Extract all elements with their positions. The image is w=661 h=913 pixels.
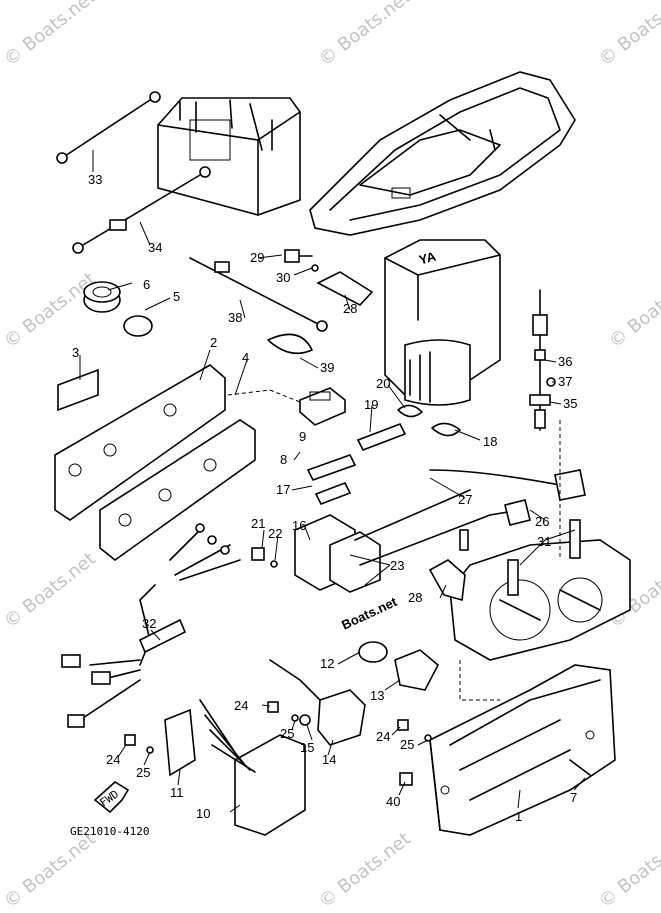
callout-14: 14 <box>322 752 336 767</box>
electrical-box-gaskets <box>54 364 256 562</box>
forward-arrow-icon: FWD <box>93 781 130 814</box>
callout-4: 4 <box>242 350 249 365</box>
callout-6: 6 <box>143 277 150 292</box>
leader-lines <box>79 150 586 813</box>
bolt <box>397 719 409 731</box>
center-watermark: Boats.net <box>339 594 400 633</box>
callout-9: 9 <box>299 429 306 444</box>
bolt <box>399 772 413 786</box>
hoses <box>306 422 407 506</box>
bolt <box>284 249 319 272</box>
callout-11: 11 <box>170 785 184 800</box>
electrical-box <box>429 664 616 836</box>
bolt <box>124 734 136 746</box>
callout-10: 10 <box>196 806 210 821</box>
cdi-unit <box>164 699 306 836</box>
callout-19: 19 <box>364 397 378 412</box>
battery-box <box>157 97 301 216</box>
callout-12: 12 <box>320 656 334 671</box>
callout-35: 35 <box>563 396 577 411</box>
spark-plugs <box>507 519 581 596</box>
o-ring <box>123 315 153 337</box>
callout-25: 25 <box>400 737 414 752</box>
engine-base-plate <box>449 539 631 661</box>
cap <box>83 281 121 313</box>
callout-33: 33 <box>88 172 102 187</box>
callout-16: 16 <box>292 518 306 533</box>
wire-harness <box>61 523 241 728</box>
callout-22: 22 <box>268 526 282 541</box>
fuse-holder <box>299 387 346 426</box>
callout-24: 24 <box>234 698 248 713</box>
callout-40: 40 <box>386 794 400 809</box>
svg-text:YA: YA <box>417 248 438 267</box>
washer <box>424 734 432 742</box>
callout-32: 32 <box>142 616 156 631</box>
bolt <box>267 701 279 713</box>
starter-relay <box>358 641 440 691</box>
callout-15: 15 <box>300 740 314 755</box>
callout-28: 28 <box>343 301 357 316</box>
clamp <box>431 422 461 437</box>
callout-29: 29 <box>250 250 264 265</box>
callout-21: 21 <box>251 516 265 531</box>
callout-1: 1 <box>515 809 522 824</box>
clamp <box>397 404 423 418</box>
callout-labels: 33 34 6 5 3 2 4 29 30 38 28 39 20 19 18 … <box>70 172 577 838</box>
temperature-sensor <box>529 289 556 431</box>
screw <box>569 759 591 776</box>
lead-wire <box>189 257 374 332</box>
callout-26: 26 <box>535 514 549 529</box>
callout-3: 3 <box>72 345 79 360</box>
callout-8: 8 <box>280 452 287 467</box>
callout-30: 30 <box>276 270 290 285</box>
callout-25: 25 <box>280 726 294 741</box>
callout-27: 27 <box>458 492 472 507</box>
bolt <box>459 529 469 551</box>
ignition-coil <box>294 489 491 593</box>
callout-5: 5 <box>173 289 180 304</box>
callout-24: 24 <box>106 752 120 767</box>
callout-18: 18 <box>483 434 497 449</box>
callout-23: 23 <box>390 558 404 573</box>
callout-25: 25 <box>136 765 150 780</box>
callout-38: 38 <box>228 310 242 325</box>
band <box>267 333 313 355</box>
spark-plug-leads <box>429 469 586 526</box>
callout-39: 39 <box>320 360 334 375</box>
callout-13: 13 <box>370 688 384 703</box>
bolt <box>251 547 278 568</box>
callout-37: 37 <box>558 374 572 389</box>
callout-2: 2 <box>210 335 217 350</box>
callout-34: 34 <box>148 240 162 255</box>
callout-24: 24 <box>376 729 390 744</box>
hull-deck <box>309 71 576 236</box>
callout-36: 36 <box>558 354 572 369</box>
callout-17: 17 <box>276 482 290 497</box>
diagram-code: GE21010-4120 <box>70 825 149 838</box>
electrical-box-cover: YA <box>384 239 501 406</box>
battery-cables <box>56 91 211 254</box>
callout-7: 7 <box>570 790 577 805</box>
callout-20: 20 <box>376 376 390 391</box>
label-plate <box>57 368 99 412</box>
callout-31: 31 <box>537 534 551 549</box>
callout-28: 28 <box>408 590 422 605</box>
bracket <box>428 559 466 602</box>
rectifier <box>269 659 366 746</box>
